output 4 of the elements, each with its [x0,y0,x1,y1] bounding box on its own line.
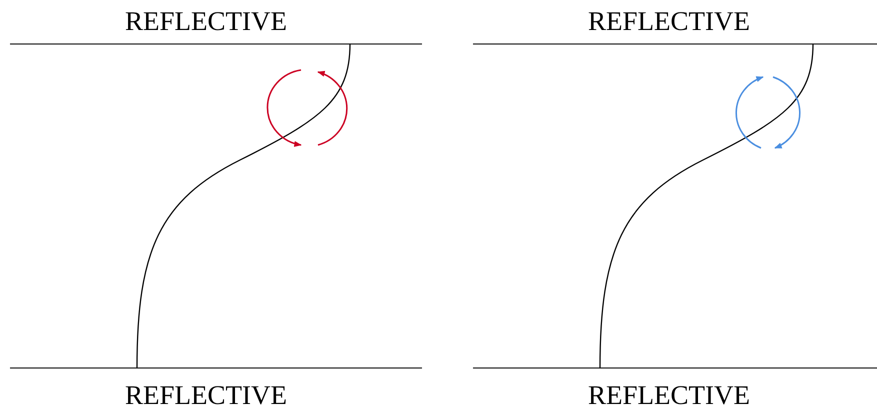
boundary-label: REFLECTIVE [125,382,287,409]
boundary-label: REFLECTIVE [588,382,750,409]
boundary-label: REFLECTIVE [125,8,287,35]
boundary-label: REFLECTIVE [588,8,750,35]
